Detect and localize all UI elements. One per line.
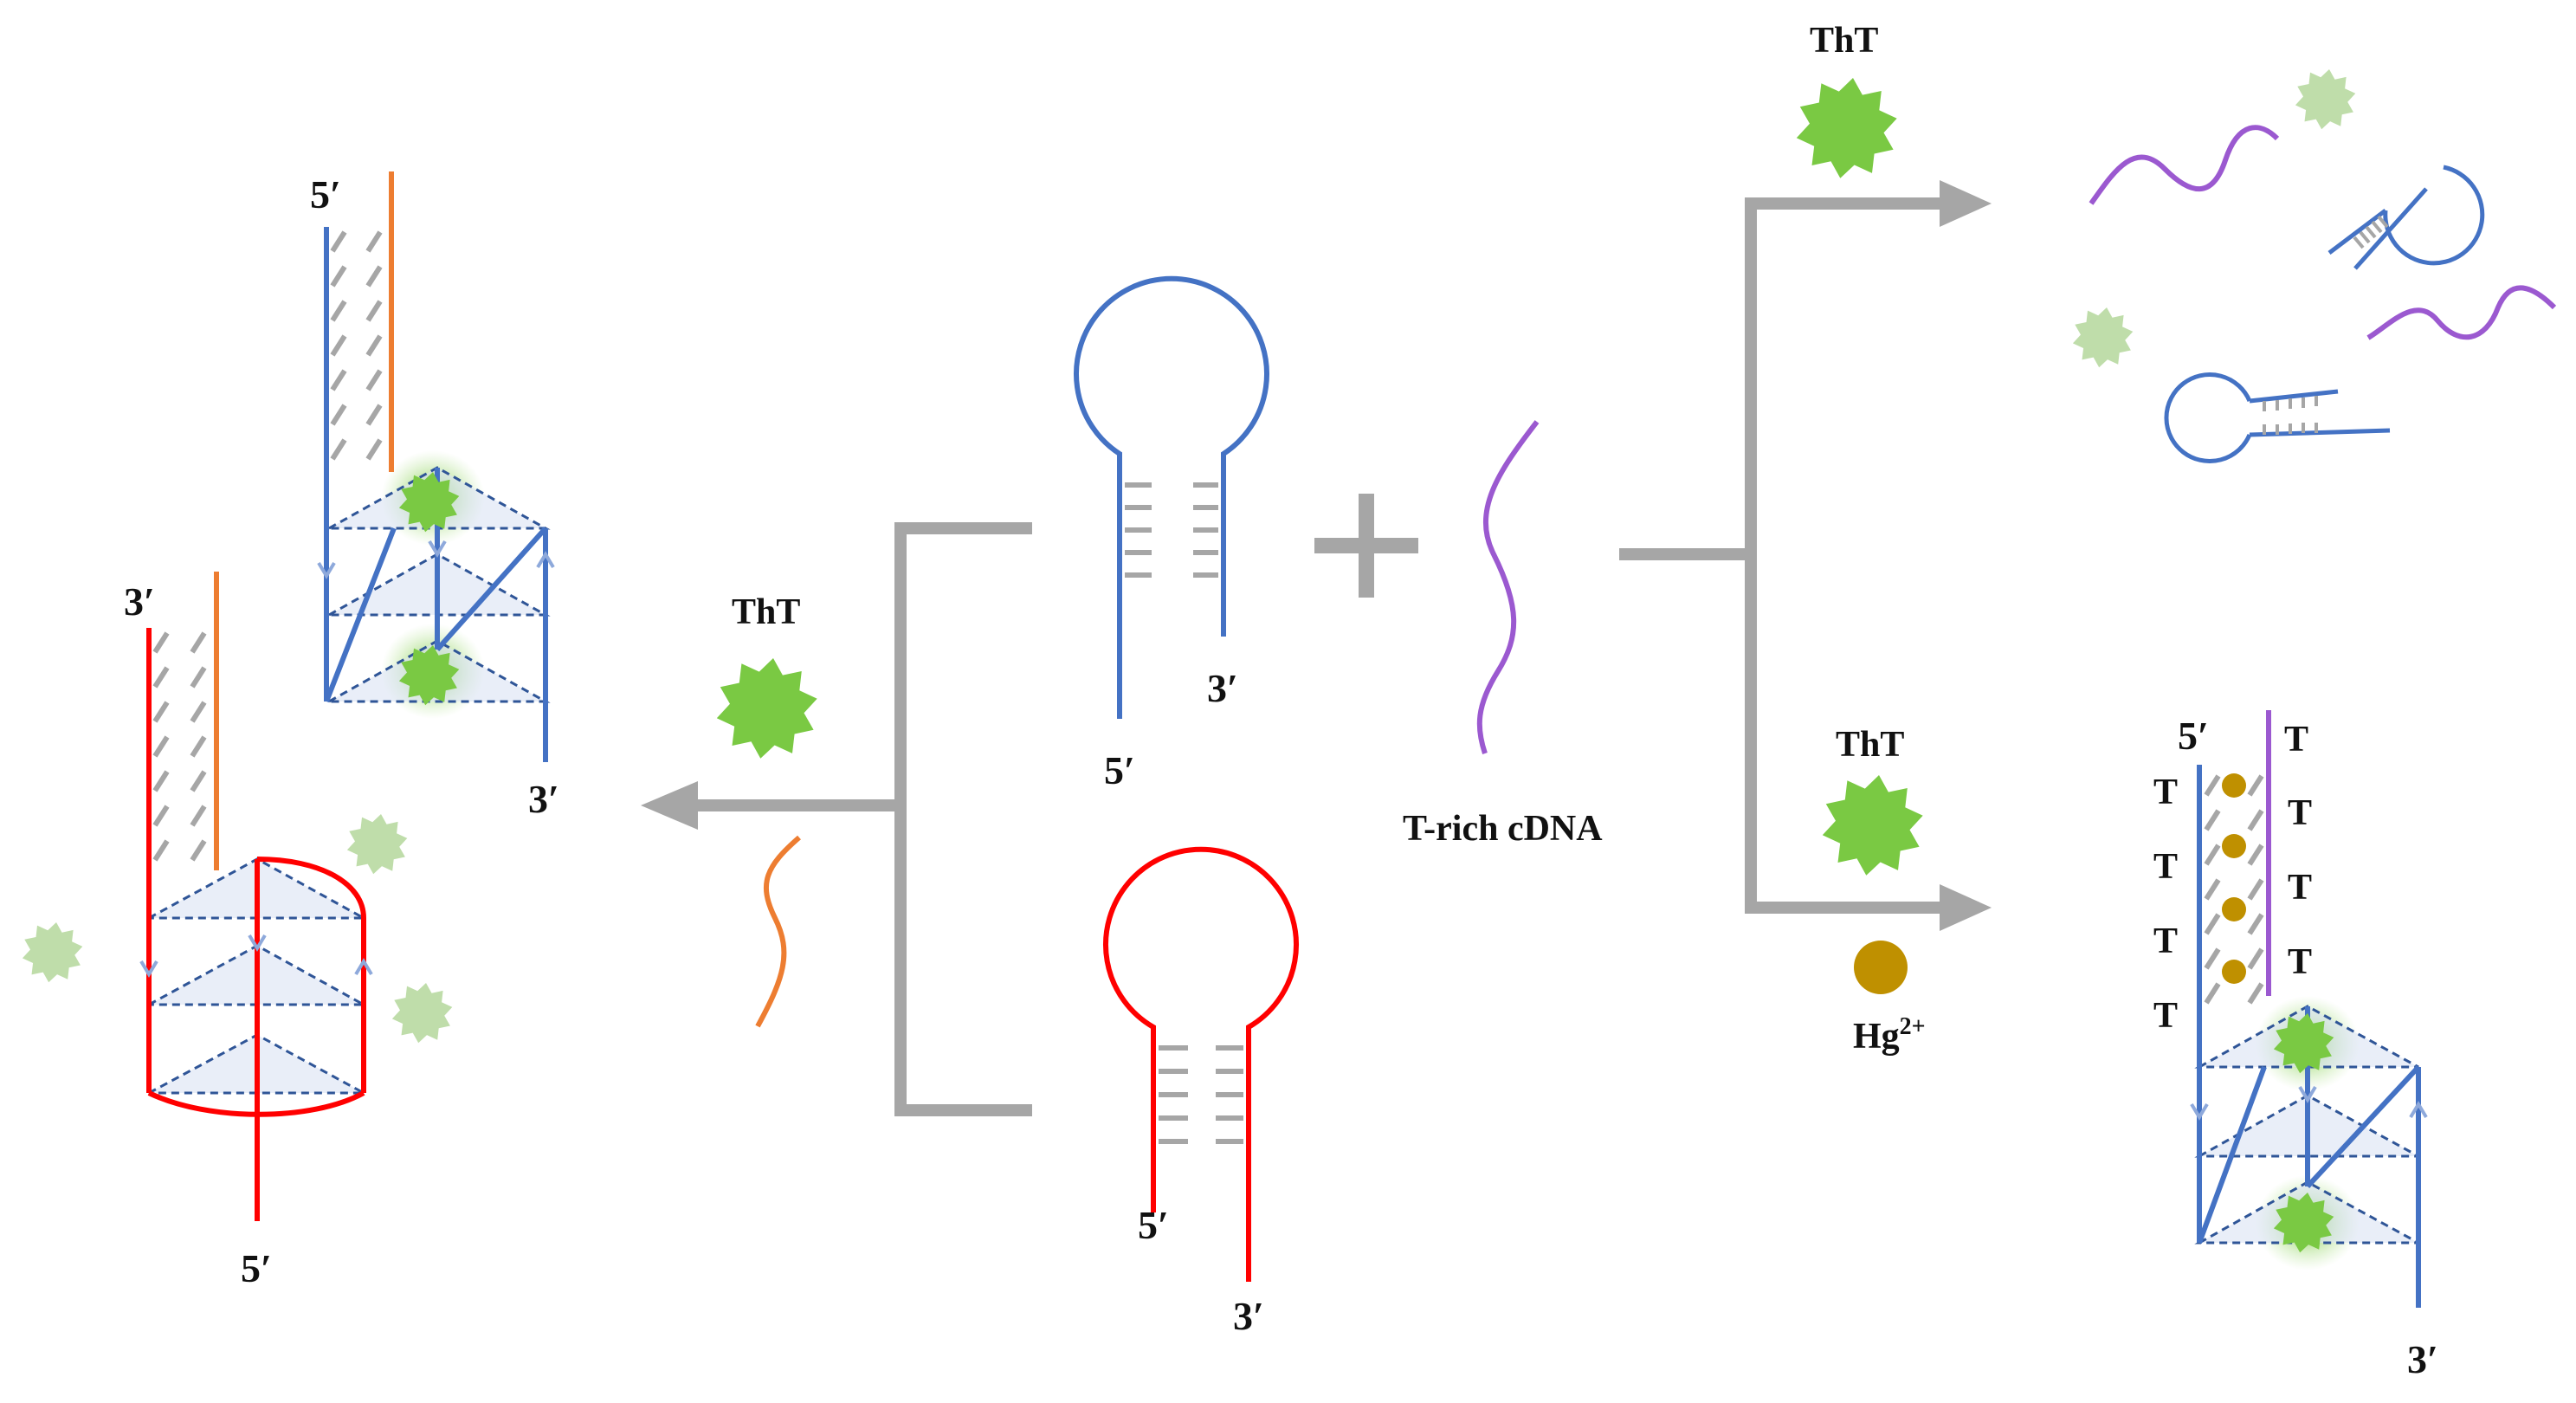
tht-bottom-right: ThT: [1822, 725, 1923, 876]
t-left-3: T: [2153, 921, 2178, 961]
orange-target-strand-left: [755, 835, 801, 1028]
blue-hairpin-free-2: [2164, 372, 2391, 463]
free-tht-stars-left: [22, 814, 453, 1044]
tht-star-icon: [716, 658, 817, 759]
blue-hairpin-probe: 3′ 5′: [1074, 275, 1269, 792]
red-quad-5prime: 5′: [241, 1246, 272, 1290]
left-arrowhead: [641, 781, 698, 830]
tht-star-icon: [1822, 775, 1923, 876]
hg-ion: Hg2+: [1853, 941, 1926, 1057]
blue-hairpin-free-1: [2327, 165, 2485, 270]
hg-ion-icon: [2222, 960, 2246, 984]
hg-charge-text: 2+: [1900, 1013, 1926, 1040]
t-right-2: T: [2288, 793, 2312, 833]
hg-mediated-g-quadruplex: T T T T T T T T 5′ 3′: [2153, 710, 2438, 1381]
t-hg-t-pairs: [2222, 773, 2246, 984]
right-top-arrowhead: [1940, 180, 1992, 227]
plus-sign: [1314, 494, 1418, 598]
blue-hairpin-3prime: 3′: [1207, 666, 1238, 710]
blue-quad-3prime: 3′: [528, 777, 559, 821]
free-tht-stars-right: [2072, 69, 2356, 368]
blue-hairpin-5prime: 5′: [1104, 748, 1135, 792]
tht-bottom-label: ThT: [1836, 725, 1904, 765]
t-left-4: T: [2153, 996, 2178, 1036]
t-left-2: T: [2153, 847, 2178, 887]
faint-star-icon: [346, 814, 408, 875]
blue-g-quadruplex-product: 5′ 3′: [310, 171, 559, 821]
thymine-labels: T T T T T T T T: [2153, 720, 2312, 1036]
faint-star-icon: [2295, 69, 2356, 130]
hg-base-text: Hg: [1853, 1017, 1900, 1057]
hg-quad-5prime: 5′: [2178, 714, 2209, 758]
tht-top-label: ThT: [1810, 21, 1878, 61]
t-right-4: T: [2288, 942, 2312, 982]
purple-trich-cdna-strand: [1476, 420, 1540, 754]
unbound-products: [2072, 69, 2557, 463]
red-hairpin-3prime: 3′: [1233, 1294, 1264, 1338]
purple-free-strand-2: [2366, 285, 2557, 340]
right-bottom-arrowhead: [1940, 884, 1992, 931]
trich-cdna-label: T-rich cDNA: [1403, 809, 1603, 849]
hg-ion-icon: [2222, 897, 2246, 921]
faint-star-icon: [391, 983, 453, 1044]
hg-ion-icon: [2222, 773, 2246, 798]
left-reaction-arrow: [693, 522, 1032, 1116]
t-right-1: T: [2284, 720, 2308, 760]
hg-quad-3prime: 3′: [2407, 1337, 2438, 1381]
hg-ion-icon: [1854, 941, 1908, 994]
hg-ion-icon: [2222, 834, 2246, 858]
red-hairpin-5prime: 5′: [1138, 1203, 1169, 1247]
tht-top-right: ThT: [1796, 21, 1897, 178]
red-g-quadruplex-product: 3′ 5′: [124, 572, 373, 1290]
red-hairpin-probe: 5′ 3′: [1103, 846, 1299, 1338]
right-reaction-arrows: [1619, 197, 1944, 914]
faint-star-icon: [2072, 307, 2134, 368]
purple-free-strand-1: [2089, 125, 2280, 205]
tht-left-label: ThT: [732, 592, 800, 632]
red-quad-3prime: 3′: [124, 579, 155, 624]
hg-label: Hg2+: [1853, 1013, 1926, 1057]
tht-star-icon: [1796, 78, 1897, 178]
faint-star-icon: [22, 922, 83, 983]
blue-quad-5prime: 5′: [310, 172, 341, 217]
tht-left: ThT: [716, 592, 817, 759]
t-left-1: T: [2153, 773, 2178, 812]
t-right-3: T: [2288, 868, 2312, 908]
